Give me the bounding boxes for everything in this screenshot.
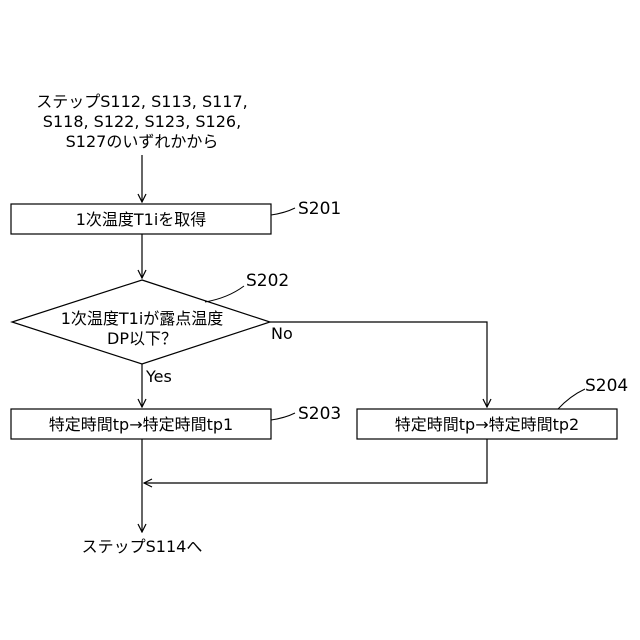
arrow-s204-merge bbox=[144, 439, 487, 483]
s202-text-line-2: DP以下？ bbox=[107, 329, 177, 348]
start-text-line-2: S118, S122, S123, S126, bbox=[43, 112, 241, 131]
s203-text: 特定時間tp→特定時間tp1 bbox=[49, 415, 233, 434]
start-text: ステップS112, S113, S117, S118, S122, S123, … bbox=[36, 92, 248, 151]
s202-label: S202 bbox=[246, 271, 289, 291]
s203-label: S203 bbox=[298, 404, 341, 424]
s202-text-line-1: 1次温度T1iが露点温度 bbox=[61, 309, 224, 328]
s204-text: 特定時間tp→特定時間tp2 bbox=[395, 415, 579, 434]
start-text-line-1: ステップS112, S113, S117, bbox=[36, 92, 248, 111]
s204-leader-line bbox=[558, 389, 585, 409]
s201-leader-line bbox=[271, 208, 295, 215]
no-label: No bbox=[271, 324, 293, 343]
s202-leader-line bbox=[205, 286, 244, 302]
yes-label: Yes bbox=[145, 367, 172, 386]
s201-text: 1次温度T1iを取得 bbox=[76, 210, 207, 229]
arrow-no-to-s204 bbox=[270, 322, 487, 407]
start-text-line-3: S127のいずれかから bbox=[66, 132, 219, 151]
s204-label: S204 bbox=[585, 376, 628, 396]
s203-leader-line bbox=[271, 413, 295, 420]
end-text: ステップS114へ bbox=[82, 537, 203, 556]
s201-label: S201 bbox=[298, 199, 341, 219]
